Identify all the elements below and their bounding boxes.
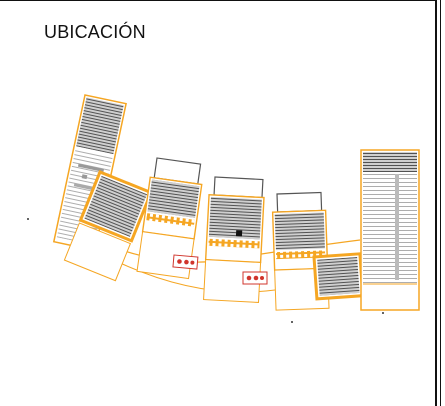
block-7-tall-building [360, 149, 420, 311]
survey-point-2 [291, 321, 293, 323]
frame-right-line [435, 0, 437, 406]
block-5-stadium [271, 191, 330, 311]
parking-marker-1 [172, 254, 199, 270]
frame-top-line [0, 0, 435, 1]
parking-marker-2 [242, 271, 268, 285]
survey-point-1 [27, 218, 29, 220]
block-4-stadium [203, 176, 265, 303]
block-3-stadium [136, 157, 203, 280]
block-2-stadium [63, 170, 153, 282]
survey-point-3 [382, 312, 384, 314]
block-6-stadium [312, 252, 365, 301]
frame-right-line-inner [440, 0, 441, 406]
section-title: UBICACIÓN [44, 22, 146, 42]
